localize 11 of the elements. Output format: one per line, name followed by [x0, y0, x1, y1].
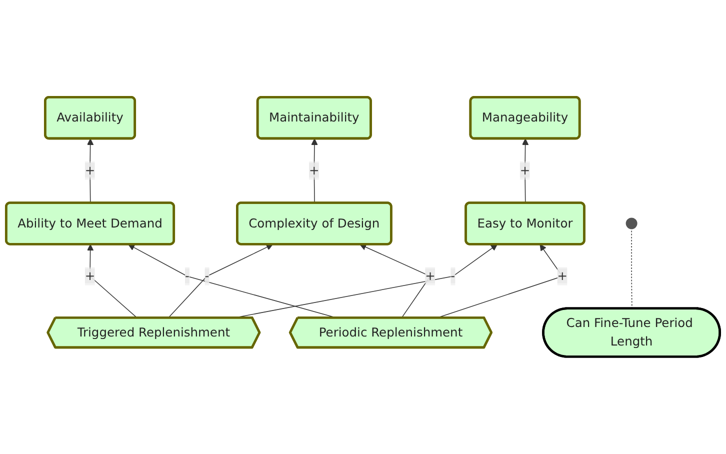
edge-label: -	[185, 268, 190, 284]
edge-label: +	[84, 163, 96, 178]
arrow	[168, 244, 273, 318]
edge-label: +	[84, 268, 96, 284]
edge-label: +	[520, 163, 530, 178]
edge-label: -	[450, 268, 456, 284]
edge-label: +	[309, 163, 320, 178]
edge-label: +	[425, 268, 436, 284]
arrow	[86, 244, 138, 318]
edge-label: +	[557, 268, 568, 284]
edge-label: -	[204, 268, 210, 284]
